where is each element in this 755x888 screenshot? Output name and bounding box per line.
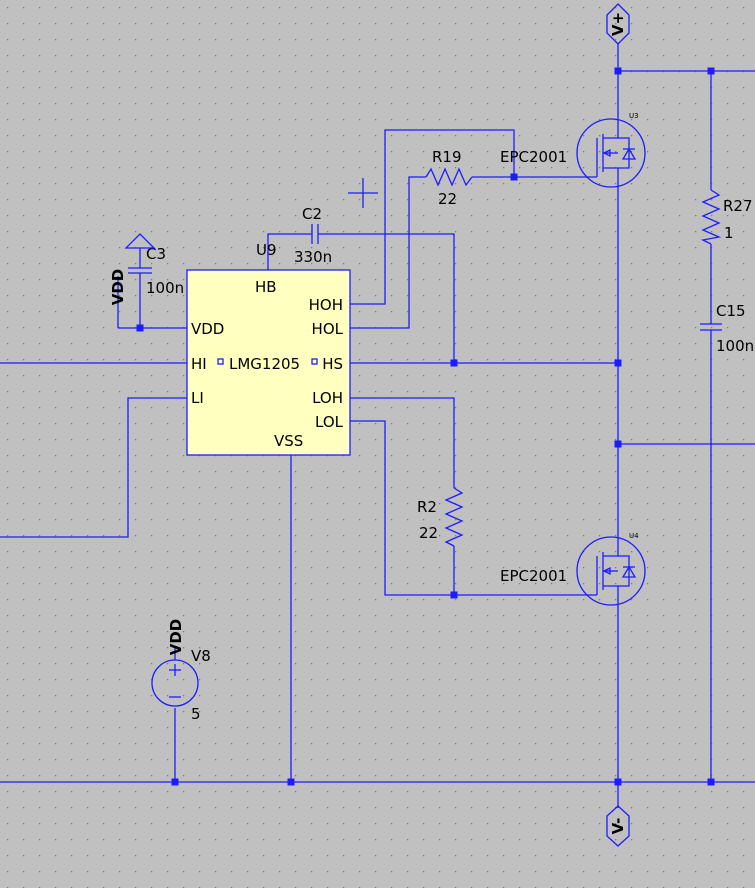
junction-output [614, 440, 622, 448]
r27-value: 1 [724, 224, 734, 242]
ic-part: LMG1205 [229, 355, 300, 373]
ic-u9-lmg1205[interactable]: U9 HB HOH HOL VDD HI LMG1205 HS LI LOH L… [186, 241, 351, 456]
pin-vss: VSS [274, 432, 303, 450]
pin-hs: HS [322, 355, 343, 373]
u3-ref: U3 [629, 112, 639, 120]
pin-lol: LOL [315, 413, 344, 431]
vdd-flag-c3-label: VDD [109, 269, 127, 306]
resistor-r2[interactable]: R2 22 [417, 487, 464, 547]
pin-hi: HI [191, 355, 207, 373]
junction-u3-gate [510, 173, 518, 181]
voltage-source-v8[interactable]: VDD V8 5 [151, 619, 211, 723]
capacitor-c15[interactable]: C15 100n [700, 302, 754, 355]
r2-value: 22 [419, 524, 438, 542]
pin-hb: HB [255, 278, 277, 296]
junction-hs-node [614, 359, 622, 367]
vdd-flag-v8-label: VDD [167, 619, 185, 656]
vminus-port[interactable]: V- [606, 805, 630, 847]
vminus-label: V- [609, 818, 627, 835]
u3-part: EPC2001 [500, 148, 567, 166]
r27-ref: R27 [723, 197, 753, 215]
ic-ref: U9 [256, 241, 277, 259]
mosfet-u3[interactable]: U3 EPC2001 [500, 112, 646, 188]
v8-value: 5 [191, 705, 201, 723]
resistor-r19[interactable]: R19 22 [425, 148, 473, 208]
junction-gnd-vss [287, 778, 295, 786]
r19-value: 22 [438, 190, 457, 208]
c3-value: 100n [146, 279, 184, 297]
r2-ref: R2 [417, 498, 437, 516]
pin-hol: HOL [312, 320, 344, 338]
vplus-label: V+ [609, 12, 627, 36]
r19-ref: R19 [432, 148, 462, 166]
junction-gnd-v8 [171, 778, 179, 786]
c3-ref: C3 [146, 245, 166, 263]
junction-gnd-c15 [707, 778, 715, 786]
pin-marker-right [311, 358, 318, 365]
vplus-port[interactable]: V+ [606, 3, 630, 45]
junctions [136, 67, 715, 786]
u4-ref: U4 [629, 532, 639, 540]
c2-ref: C2 [302, 205, 322, 223]
pin-marker-left [217, 358, 224, 365]
wires [0, 44, 755, 808]
mosfet-u4[interactable]: U4 EPC2001 [500, 532, 646, 606]
resistor-r27[interactable]: R27 1 [700, 189, 753, 245]
pin-loh: LOH [312, 389, 343, 407]
pin-vdd: VDD [191, 320, 224, 338]
pin-li: LI [191, 389, 204, 407]
c15-ref: C15 [716, 302, 746, 320]
junction-gnd-vminus [614, 778, 622, 786]
pin-hoh: HOH [309, 296, 343, 314]
junction-vdd [136, 324, 144, 332]
junction-u4-gate [450, 591, 458, 599]
crosshair-cursor-icon [348, 178, 378, 208]
u4-part: EPC2001 [500, 567, 567, 585]
capacitor-c2[interactable]: C2 330n [294, 205, 332, 266]
vdd-flag-c3[interactable]: VDD [109, 233, 156, 306]
v8-ref: V8 [191, 647, 211, 665]
junction-vplus [614, 67, 622, 75]
c2-value: 330n [294, 248, 332, 266]
c15-value: 100n [716, 337, 754, 355]
junction-r27-top [707, 67, 715, 75]
junction-hs-c2 [450, 359, 458, 367]
capacitor-c3[interactable]: C3 100n [128, 245, 184, 297]
